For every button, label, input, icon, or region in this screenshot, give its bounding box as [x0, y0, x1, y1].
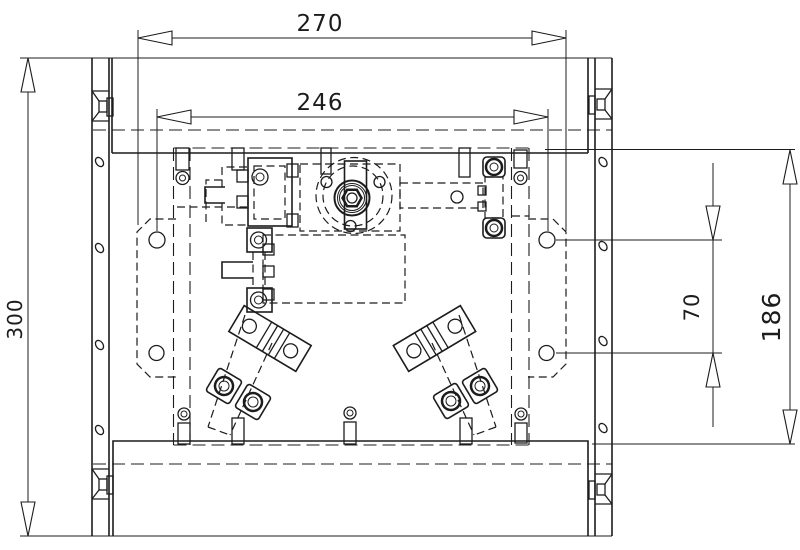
bracket-hole [538, 344, 555, 362]
left-roller-assembly [205, 304, 313, 436]
dim-overall-height: 300 [3, 57, 36, 537]
dim-hole-spacing: 70 [556, 163, 722, 427]
left-rail [91, 58, 110, 536]
dim-arrow [137, 30, 173, 46]
shaft-bearing [333, 179, 371, 217]
bottom-posts [177, 406, 528, 445]
flange-bolt-hole [344, 219, 357, 233]
dim-arrow [20, 501, 36, 537]
gear-rack-column [177, 157, 299, 313]
flange-bolt-hole [320, 175, 333, 189]
dim-label-hole-spacing: 70 [680, 293, 704, 322]
dim-arrow [156, 109, 192, 125]
right-bearing-unit [477, 156, 506, 239]
dim-arrow [705, 205, 721, 241]
hidden-housing [262, 234, 406, 304]
dim-label-inner-width: 246 [297, 90, 344, 116]
rail-hole [94, 339, 105, 351]
ribbed-plate [392, 304, 477, 373]
right-rail [594, 58, 613, 536]
bearing-block [205, 367, 243, 405]
drive-rod [399, 182, 529, 217]
screw-block [246, 227, 273, 253]
dim-arrow [20, 57, 36, 93]
dim-side-height: 186 [545, 149, 798, 445]
bracket-hole [148, 344, 165, 362]
ribbed-plate [227, 304, 313, 373]
connector-block [204, 186, 225, 204]
dim-arrow [513, 109, 549, 125]
clip-bottom-right [588, 473, 613, 505]
bottom-plate [93, 440, 612, 536]
clip-top-left [91, 90, 114, 122]
flange-bolt-hole [373, 175, 386, 189]
rod-hole [450, 190, 464, 204]
dim-label-overall-height: 300 [3, 298, 27, 339]
rail-hole [598, 240, 608, 252]
top-plate [93, 58, 612, 154]
outer-frame [20, 57, 613, 537]
right-bracket [528, 218, 567, 378]
connector-block [221, 261, 253, 279]
dim-label-top-width: 270 [297, 11, 344, 37]
left-bracket [136, 218, 176, 378]
bearing-block [461, 367, 499, 405]
clip-bottom-left [91, 468, 114, 500]
dim-arrow [782, 409, 798, 445]
bracket-hole [148, 231, 166, 249]
bracket-hole [538, 231, 556, 249]
clip-top-right [588, 88, 613, 120]
dim-arrow [782, 149, 798, 185]
rail-hole [94, 242, 105, 254]
rail-hole [598, 422, 608, 434]
motor-flange [299, 156, 401, 235]
dim-arrow [705, 352, 721, 388]
dim-label-side-height: 186 [757, 292, 786, 343]
rail-hole [598, 335, 608, 347]
shaft-nut [341, 188, 363, 208]
dim-arrow [531, 30, 567, 46]
rail-hole [94, 156, 105, 168]
dim-top-width: 270 [137, 11, 567, 231]
bearing-block [432, 382, 470, 420]
dim-inner-width: 246 [156, 90, 549, 231]
rail-hole [94, 424, 105, 436]
right-roller-assembly [392, 304, 499, 436]
rail-hole [598, 156, 608, 168]
top-posts [175, 147, 528, 186]
bearing-block [234, 383, 272, 421]
